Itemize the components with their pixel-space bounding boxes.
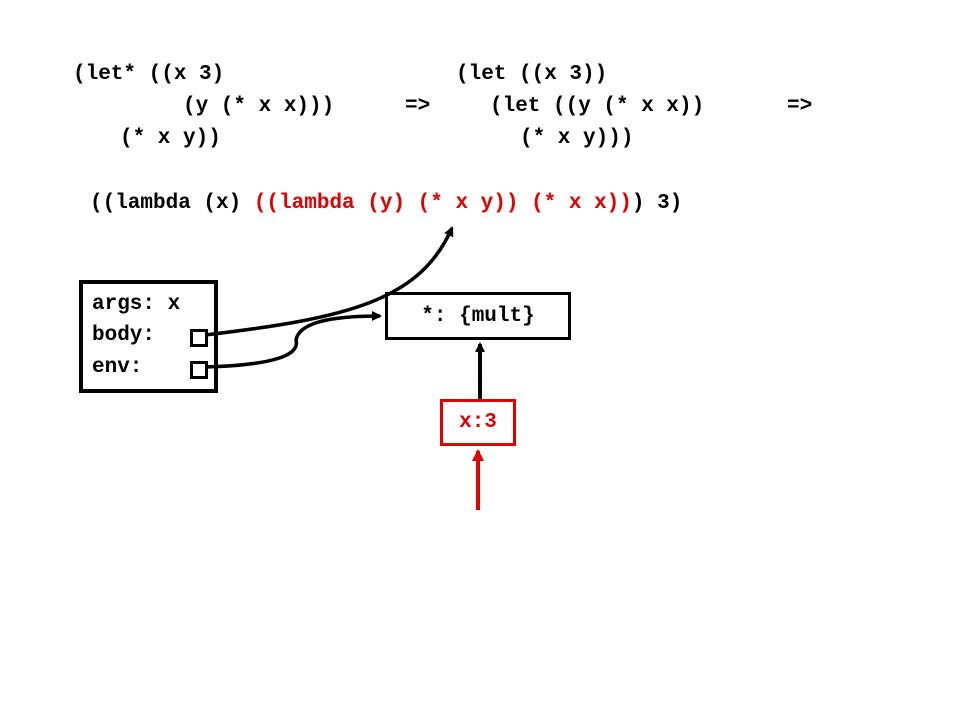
procedure-body-label: body: <box>92 324 156 347</box>
env-arrow <box>204 311 382 369</box>
rewrite-arrow-2: => <box>787 95 813 118</box>
lambda-inner-body: ((lambda (y) (* x y)) (* x x)) <box>253 192 632 215</box>
let-star-line-1: (let* ((x 3) <box>73 63 225 86</box>
let-nested-line-1: (let ((x 3)) <box>456 63 608 86</box>
body-pointer <box>190 329 208 347</box>
global-environment: *: {mult} <box>385 292 571 340</box>
procedure-object: args: x body: env: <box>79 280 218 393</box>
env-pointer <box>190 361 208 379</box>
lambda-outer-open: ((lambda (x) <box>90 192 254 215</box>
let-star-line-2: (y (* x x))) <box>183 95 335 118</box>
rewrite-arrow-1: => <box>405 95 431 118</box>
let-star-line-3: (* x y)) <box>120 127 221 150</box>
procedure-args: args: x <box>92 293 181 316</box>
lambda-expression: ((lambda (x) ((lambda (y) (* x y)) (* x … <box>90 192 682 216</box>
let-nested-line-3: (* x y))) <box>520 127 634 150</box>
let-nested-line-2: (let ((y (* x x)) <box>490 95 705 118</box>
lambda-outer-close: ) 3) <box>631 192 683 215</box>
frame-x: x:3 <box>440 399 516 446</box>
procedure-env-label: env: <box>92 356 143 379</box>
